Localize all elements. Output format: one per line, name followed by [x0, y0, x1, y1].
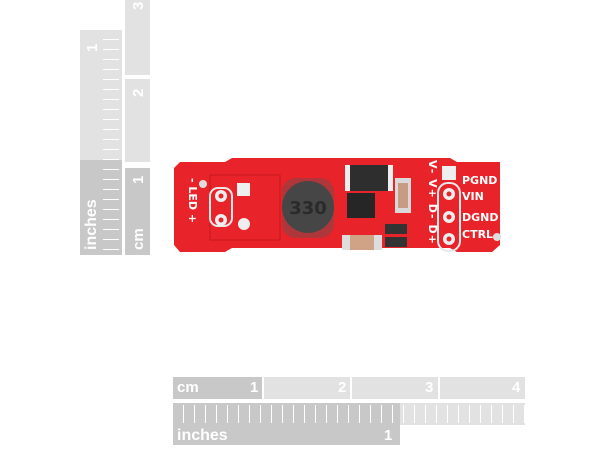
inch-ticks [103, 0, 119, 255]
side-label: D+ [426, 224, 439, 245]
cm-mark: 2 [338, 379, 347, 396]
pin-label-ctrl: CTRL [462, 228, 494, 241]
cm-segment-3 [125, 0, 150, 75]
inch-mark: 1 [84, 43, 101, 52]
cm-mark: 1 [130, 175, 147, 184]
side-label: V+ [426, 179, 439, 199]
pin-label-dgnd: DGND [462, 211, 499, 224]
inch-ticks [173, 405, 525, 423]
board-outline: 330 [174, 158, 501, 252]
pin-label-vin: VIN [462, 190, 484, 203]
pin-label-pgnd: PGND [462, 174, 498, 187]
cm-segment-1 [173, 377, 262, 399]
cm-label: cm [130, 228, 147, 250]
cm-mark: 4 [512, 379, 521, 396]
cm-segment-3 [352, 377, 438, 399]
cm-segment-2 [125, 79, 150, 162]
inches-label: inches [83, 199, 100, 250]
cm-mark: 3 [425, 379, 434, 396]
inch-mark: 1 [384, 427, 393, 444]
cm-segment-4 [440, 377, 525, 399]
cm-label: cm [177, 379, 199, 396]
cm-mark: 3 [130, 1, 147, 10]
side-label: D- [426, 203, 439, 220]
led-label: - LED + [186, 178, 199, 224]
cm-segment-2 [264, 377, 350, 399]
inductor-marking: 330 [289, 198, 327, 219]
cm-segment-1 [125, 168, 150, 255]
side-label: V- [426, 160, 439, 175]
cm-mark: 1 [250, 379, 259, 396]
side-labels: V- V+ D- D+ [426, 160, 439, 245]
cm-mark: 2 [130, 88, 147, 97]
inches-label: inches [177, 427, 228, 444]
